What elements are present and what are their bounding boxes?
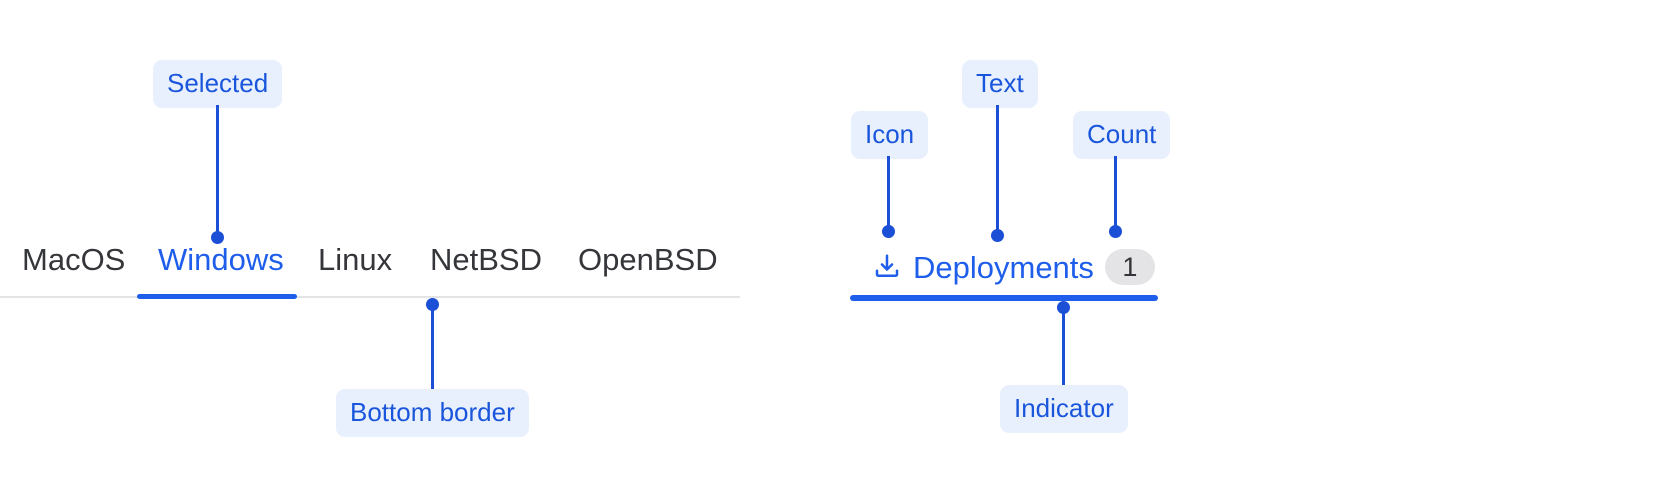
callout-selected: Selected — [153, 60, 283, 108]
callout-text: Text — [962, 60, 1038, 108]
tab-linux[interactable]: Linux — [318, 242, 393, 277]
tab-selected-indicator — [137, 294, 297, 299]
single-tab-indicator — [850, 295, 1158, 301]
callout-bottom-border: Bottom border — [336, 389, 529, 437]
leader-line-selected — [216, 105, 219, 238]
leader-dot-text — [991, 229, 1004, 242]
tab-openbsd[interactable]: OpenBSD — [578, 242, 718, 277]
single-tab-label: Deployments — [913, 249, 1094, 285]
leader-dot-selected — [211, 231, 224, 244]
leader-line-bottom-border — [431, 304, 434, 390]
single-tab-count-badge: 1 — [1104, 249, 1155, 285]
tab-macos[interactable]: MacOS — [22, 242, 126, 277]
leader-line-count — [1114, 156, 1117, 232]
callout-icon: Icon — [851, 111, 929, 159]
leader-dot-count — [1109, 225, 1122, 238]
download-icon — [872, 252, 902, 282]
tab-windows[interactable]: Windows — [158, 242, 284, 277]
leader-dot-icon — [882, 225, 895, 238]
callout-indicator: Indicator — [1000, 385, 1128, 433]
leader-line-text — [996, 105, 999, 235]
leader-line-indicator — [1062, 307, 1065, 386]
tab-bar-bottom-border — [0, 296, 740, 298]
tab-netbsd[interactable]: NetBSD — [430, 242, 542, 277]
single-tab-example[interactable]: Deployments 1 — [850, 244, 1160, 310]
callout-count: Count — [1073, 111, 1171, 159]
single-tab-content: Deployments 1 — [872, 244, 1155, 290]
tab-bar: MacOS Windows Linux NetBSD OpenBSD — [0, 244, 740, 314]
leader-line-icon — [887, 156, 890, 232]
